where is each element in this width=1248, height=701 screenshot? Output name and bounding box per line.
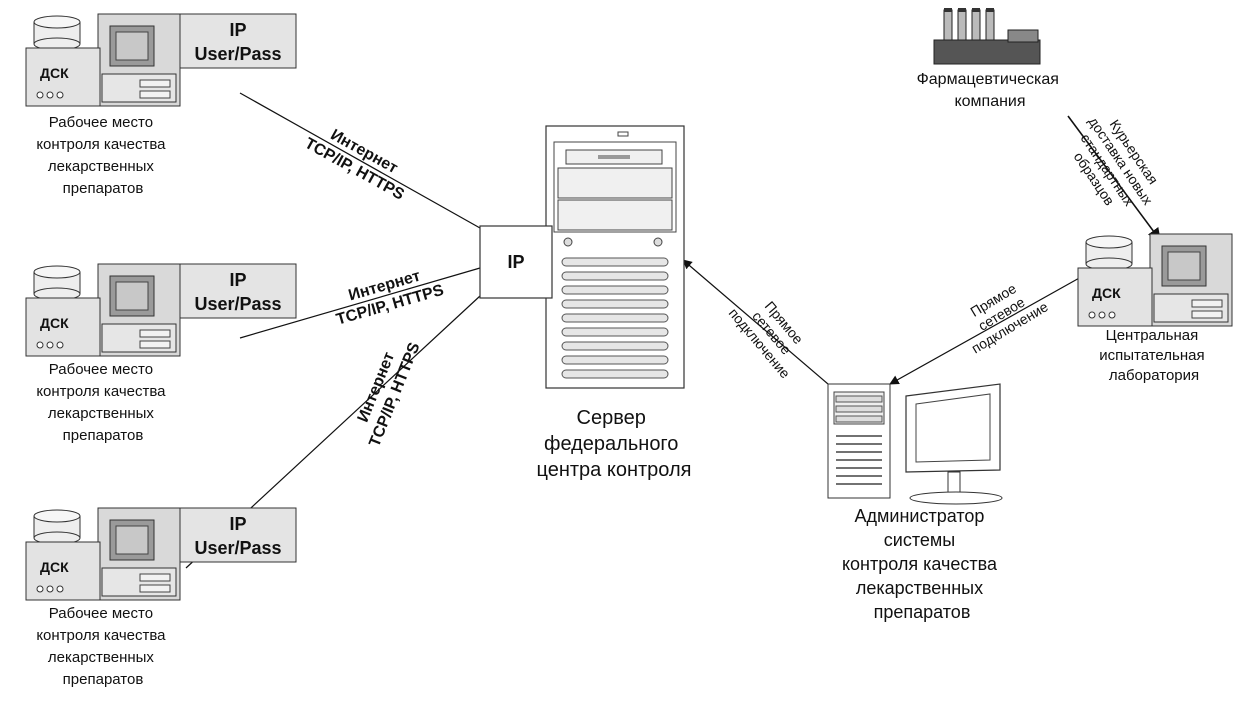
workstation-caption: Рабочее место контроля качества лекарств…: [36, 605, 169, 688]
server-ip-box: IP: [479, 225, 553, 299]
ip-label: IP: [229, 270, 246, 290]
factory-icon: [933, 8, 1041, 65]
dsk-label: ДСК: [40, 65, 69, 81]
ip-label: IP: [229, 20, 246, 40]
workstation-caption: Рабочее место контроля качества лекарств…: [36, 361, 169, 444]
ip-label: IP: [229, 514, 246, 534]
courier-label: Курьерская доставка новых стандартных об…: [1071, 114, 1162, 209]
workstation-caption: Рабочее место контроля качества лекарств…: [36, 114, 169, 197]
userpass-label: User/Pass: [194, 538, 281, 558]
admin-monitor: [905, 383, 1003, 505]
workstation-icon: [25, 507, 181, 601]
workstation-1: ДСК IP User/Pass Рабочее место контроля …: [25, 13, 297, 197]
workstation-icon: [25, 263, 181, 357]
workstation-icon: [25, 13, 181, 107]
userpass-label: User/Pass: [194, 44, 281, 64]
userpass-label: User/Pass: [194, 294, 281, 314]
admin-tower: [827, 383, 891, 499]
lab-workstation: ДСК: [1077, 233, 1233, 327]
credentials-box: [179, 263, 297, 319]
lab-caption: Центральная испытательная лаборатория: [1099, 327, 1209, 384]
dsk-label: ДСК: [40, 315, 69, 331]
workstation-2: ДСК IP User/Pass Рабочее место контроля …: [25, 263, 297, 444]
direct-link-admin-server: [682, 259, 829, 385]
admin-caption: Администратор системы контроля качества …: [842, 506, 1002, 622]
workstation-3: ДСК IP User/Pass Рабочее место контроля …: [25, 507, 297, 688]
direct-link-lab-admin: [889, 271, 1091, 385]
direct-link-label-2: Прямое сетевое подключение: [967, 280, 1051, 356]
internet-label-3: Интернет TCP/IP, HTTPS: [355, 340, 424, 449]
courier-arrow: [1067, 115, 1161, 242]
direct-link-label-1: Прямое сетевое подключение: [726, 298, 807, 381]
server-tower: [545, 125, 685, 389]
pharma-caption: Фармацевтическая компания: [917, 71, 1064, 110]
svg-text:IP: IP: [507, 252, 524, 272]
server-caption: Сервер федерального центра контроля: [537, 407, 692, 481]
credentials-box: [179, 507, 297, 563]
dsk-label: ДСК: [1092, 285, 1121, 301]
credentials-box: [179, 13, 297, 69]
workstation-icon: [1077, 233, 1233, 327]
dsk-label: ДСК: [40, 559, 69, 575]
